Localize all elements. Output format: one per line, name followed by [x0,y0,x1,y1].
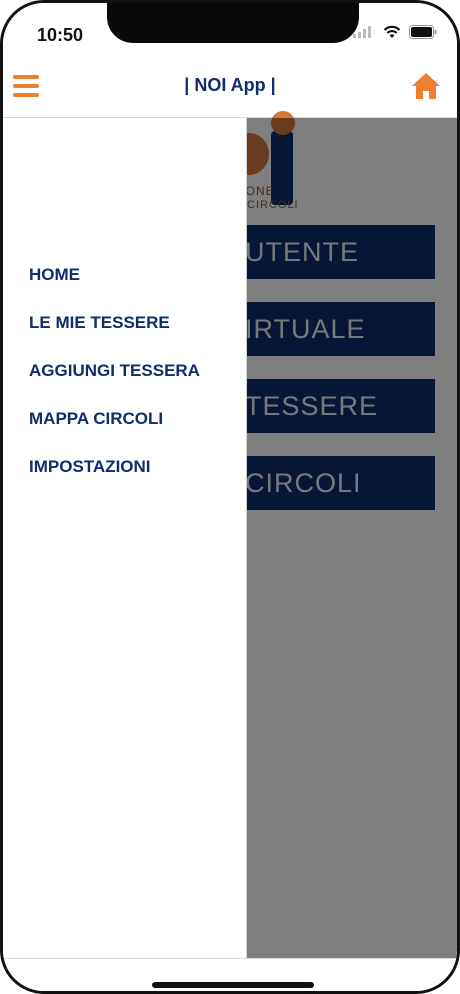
home-button[interactable] [411,71,441,101]
navigation-bar: | NOI App | [3,59,457,118]
wifi-icon [383,25,401,38]
signal-icon [353,26,375,38]
home-indicator[interactable] [152,982,314,988]
drawer-item-circles-map[interactable]: MAPPA CIRCOLI [29,409,164,428]
drawer-item-my-cards[interactable]: LE MIE TESSERE [29,313,170,332]
page-title: | NOI App | [184,75,276,95]
drawer-item-settings[interactable]: IMPOSTAZIONI [29,457,151,476]
status-bar: 10:50 [3,3,457,59]
status-time: 10:50 [37,25,84,45]
side-drawer: HOME LE MIE TESSERE AGGIUNGI TESSERA MAP… [3,118,247,958]
hamburger-icon [13,75,39,79]
battery-icon [409,25,437,39]
hamburger-menu-button[interactable] [13,75,39,97]
drawer-menu: HOME LE MIE TESSERE AGGIUNGI TESSERA MAP… [29,264,200,504]
drawer-item-add-card[interactable]: AGGIUNGI TESSERA [29,361,200,380]
status-icons [353,25,437,39]
home-icon [412,73,440,99]
drawer-item-home[interactable]: HOME [29,265,80,284]
bottom-bar [3,958,457,991]
notch [107,3,359,43]
